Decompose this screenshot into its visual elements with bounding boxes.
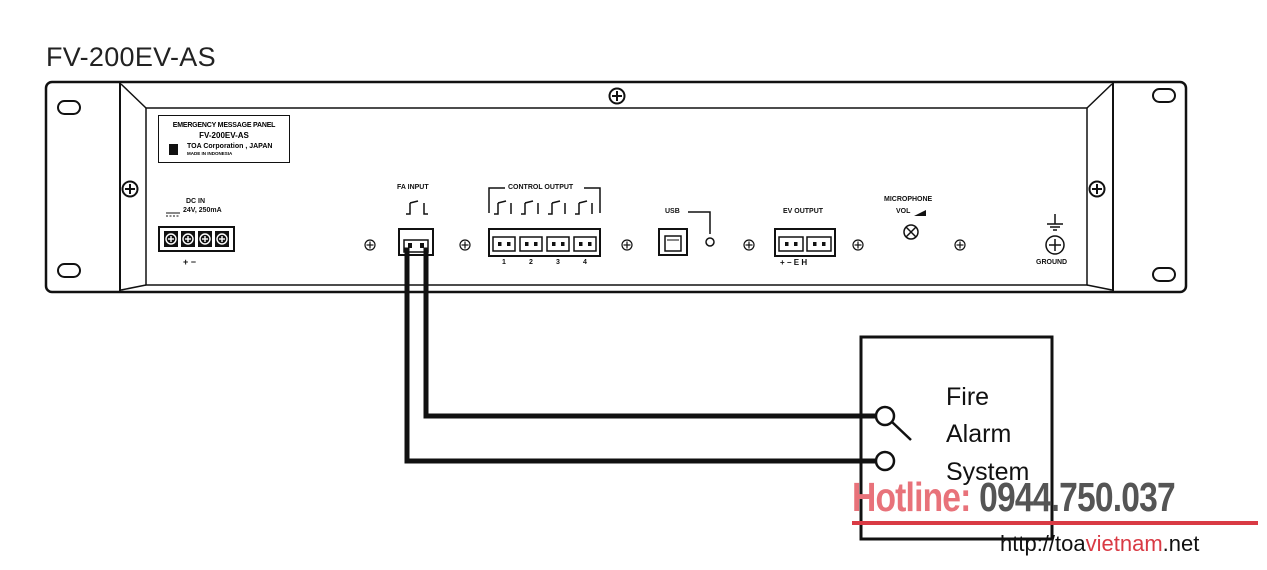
screw-right [1088,180,1106,198]
rack-panel [44,80,1188,294]
mount-slot-br [1152,267,1176,282]
hotline-watermark: Hotline: 0944.750.037 [852,474,1176,521]
fire-alarm-line-2: Alarm [946,420,1012,448]
panel-screws [364,239,966,251]
nameplate-line2: FV-200EV-AS [199,131,249,140]
control-output-num-3: 3 [556,259,560,266]
fire-alarm-line-3: System [946,458,1030,486]
bevel-bl [120,284,147,291]
usb-indicator [688,211,715,247]
mount-slot-bl [57,263,81,278]
fa-input-label: FA INPUT [397,184,429,191]
bevel-tr [1086,83,1113,109]
fire-alarm-contact [874,405,912,472]
url-suffix: .net [1162,531,1200,556]
dc-in-spec: 24V, 250mA [183,207,222,214]
dc-in-label: DC IN [186,198,206,205]
url-accent: vietnam [1085,531,1163,556]
vol-label: VOL [896,208,911,215]
ground-label: GROUND [1036,259,1068,266]
mount-slot-tr [1152,88,1176,103]
website-watermark: http://toavietnam.net [1000,531,1199,557]
fire-alarm-line-1: Fire [946,383,990,411]
fa-input-contact-symbol [406,200,428,215]
model-title: FV-200EV-AS [46,42,216,72]
control-output-num-4: 4 [583,259,587,266]
nameplate-line3: TOA Corporation , JAPAN [187,143,273,150]
hotline-number: 0944.750.037 [970,474,1176,520]
control-output-num-1: 1 [502,259,506,266]
usb-port [658,228,688,256]
mount-slot-tl [57,100,81,115]
ground-terminal [1045,214,1065,255]
usb-label: USB [665,208,680,215]
screw-left [121,180,139,198]
bevel-tl [120,83,147,109]
control-output-num-2: 2 [529,259,533,266]
control-output-label: CONTROL OUTPUT [508,184,574,191]
watermark-bar [852,521,1258,525]
toa-logo-icon [169,144,178,155]
fa-wires [404,247,879,464]
dc-in-terminal [158,212,235,252]
ev-output-terminals: + − E H [780,258,808,267]
hotline-label: Hotline: [852,474,971,520]
microphone-label: MICROPHONE [884,196,933,203]
bevel-br [1086,284,1113,291]
control-output-connector [488,228,601,257]
control-output-contact-symbols [494,200,593,215]
nameplate: EMERGENCY MESSAGE PANEL FV-200EV-AS TOA … [158,115,290,163]
control-output-bracket [488,187,601,213]
url-prefix: http://toa [1000,531,1086,556]
ev-output-connector [774,228,836,257]
fire-alarm-box [859,335,1054,541]
screw-top [608,87,626,105]
ev-output-label: EV OUTPUT [783,208,824,215]
nameplate-line4: MADE IN INDONESIA [187,151,233,156]
mic-vol-knob [903,210,926,240]
nameplate-line1: EMERGENCY MESSAGE PANEL [172,122,276,129]
dc-in-polarity: + − [183,257,197,267]
